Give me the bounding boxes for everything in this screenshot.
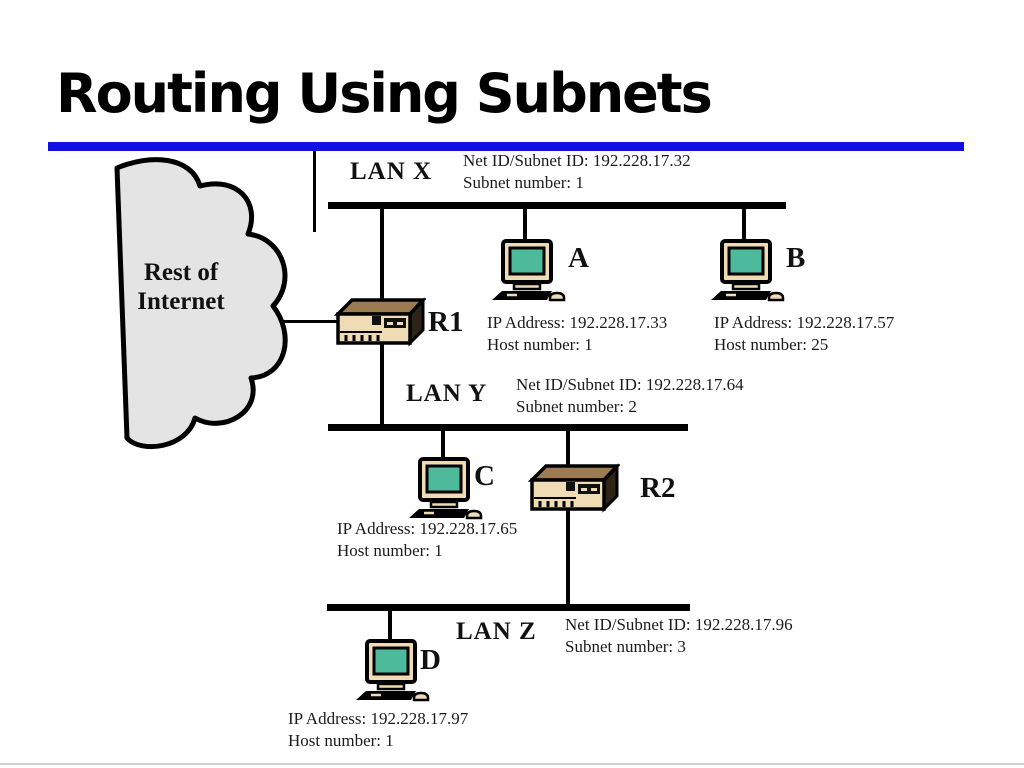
lan-y-subnet: Subnet number: 2 [516, 397, 637, 416]
host-b-ip: IP Address: 192.228.17.57 [714, 313, 895, 332]
router-r1-label: R1 [428, 306, 464, 338]
lan-z-bus [327, 604, 690, 611]
router-r2-icon [528, 463, 620, 513]
host-d-link-line [388, 608, 392, 646]
internet-cloud-icon [114, 157, 288, 450]
host-a-info: IP Address: 192.228.17.33 Host number: 1 [487, 312, 667, 356]
host-d-ip: IP Address: 192.228.17.97 [288, 709, 469, 728]
host-b-label: B [786, 242, 806, 274]
lan-y-info: Net ID/Subnet ID: 192.228.17.64 Subnet n… [516, 374, 744, 418]
host-d-label: D [420, 644, 441, 676]
host-c-label: C [474, 460, 495, 492]
host-b-link-line [742, 202, 746, 245]
lan-z-info: Net ID/Subnet ID: 192.228.17.96 Subnet n… [565, 614, 793, 658]
host-b-info: IP Address: 192.228.17.57 Host number: 2… [714, 312, 894, 356]
host-b-num: Host number: 25 [714, 335, 829, 354]
host-d-num: Host number: 1 [288, 731, 394, 750]
cloud-label: Rest of Internet [116, 258, 246, 316]
lan-x-bus [328, 202, 786, 209]
host-c-info: IP Address: 192.228.17.65 Host number: 1 [337, 518, 517, 562]
host-a-ip: IP Address: 192.228.17.33 [487, 313, 668, 332]
host-a-link-line [523, 202, 527, 245]
lan-x-netid: Net ID/Subnet ID: 192.228.17.32 [463, 151, 691, 170]
computer-c-icon [409, 457, 483, 520]
lan-y-netid: Net ID/Subnet ID: 192.228.17.64 [516, 375, 744, 394]
lan-x-label: LAN X [350, 158, 433, 185]
r2-link-line [566, 428, 570, 608]
host-c-num: Host number: 1 [337, 541, 443, 560]
lan-x-info: Net ID/Subnet ID: 192.228.17.32 Subnet n… [463, 150, 691, 194]
lan-y-bus [328, 424, 688, 431]
computer-d-icon [356, 639, 430, 702]
cloud-r1-link-line [262, 320, 342, 323]
computer-a-icon [492, 239, 566, 302]
cloud-label-line2: Internet [137, 288, 225, 315]
lan-z-label: LAN Z [456, 618, 537, 645]
router-r1-icon [334, 297, 426, 347]
cloud-label-line1: Rest of [143, 259, 219, 286]
computer-b-icon [711, 239, 785, 302]
figure-edge-artifact [313, 151, 316, 232]
host-a-num: Host number: 1 [487, 335, 593, 354]
lan-x-subnet: Subnet number: 1 [463, 173, 584, 192]
host-c-ip: IP Address: 192.228.17.65 [337, 519, 518, 538]
slide-bottom-edge [0, 763, 1024, 765]
slide-title: Routing Using Subnets [56, 62, 713, 125]
lan-y-label: LAN Y [406, 380, 488, 407]
lan-z-subnet: Subnet number: 3 [565, 637, 686, 656]
lan-z-netid: Net ID/Subnet ID: 192.228.17.96 [565, 615, 793, 634]
host-a-label: A [568, 242, 589, 274]
router-r2-label: R2 [640, 472, 676, 504]
host-c-link-line [441, 428, 445, 462]
host-d-info: IP Address: 192.228.17.97 Host number: 1 [288, 708, 468, 752]
title-divider [48, 142, 964, 151]
